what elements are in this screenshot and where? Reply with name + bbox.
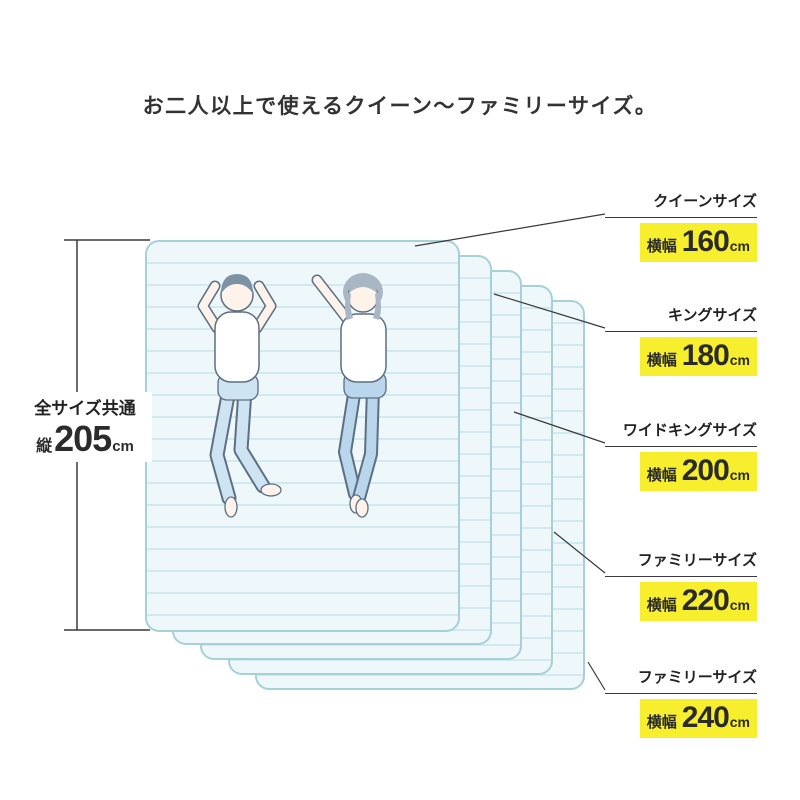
size-name: ファミリーサイズ [605, 549, 757, 577]
width-prefix: 横幅 [646, 597, 677, 614]
mattress-queen [145, 240, 460, 632]
common-size-unit: cm [112, 438, 134, 455]
width-number: 160 [681, 225, 730, 258]
width-number: 200 [681, 454, 730, 487]
width-prefix: 横幅 [646, 714, 677, 731]
common-size-prefix: 縦 [36, 438, 53, 455]
common-size-value: 縦205cm [18, 416, 152, 462]
width-unit: cm [729, 238, 750, 254]
size-name: クイーンサイズ [605, 190, 757, 218]
width-prefix: 横幅 [646, 467, 677, 484]
width-number: 180 [681, 339, 730, 372]
width-unit: cm [729, 352, 750, 368]
size-name: ワイドキングサイズ [605, 419, 757, 447]
width-prefix: 横幅 [646, 238, 677, 255]
size-name: キングサイズ [605, 304, 757, 332]
common-size-number: 205 [54, 418, 112, 459]
width-unit: cm [729, 714, 750, 730]
width-number: 220 [681, 584, 730, 617]
width-unit: cm [729, 467, 750, 483]
width-prefix: 横幅 [646, 352, 677, 369]
width-number: 240 [681, 701, 730, 734]
leader-family-240 [587, 661, 606, 691]
width-unit: cm [729, 597, 750, 613]
size-name: ファミリーサイズ [605, 666, 757, 694]
page-title: お二人以上で使えるクイーン〜ファミリーサイズ。 [142, 94, 658, 118]
